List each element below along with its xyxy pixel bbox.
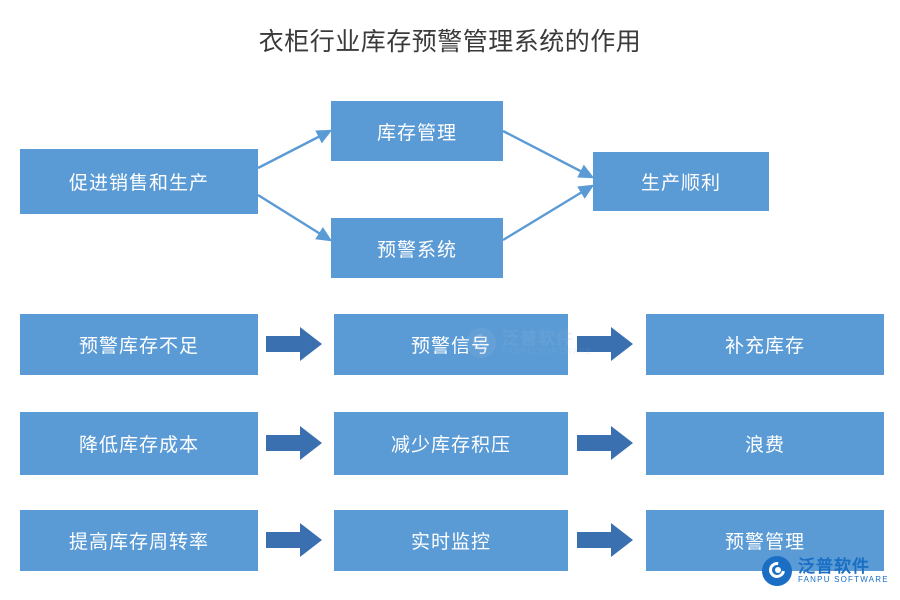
node-row1-col1[interactable]: 预警库存不足 <box>20 314 258 375</box>
node-promote-sales[interactable]: 促进销售和生产 <box>20 149 258 214</box>
node-row1-col2[interactable]: 预警信号 <box>334 314 568 375</box>
node-smooth-production[interactable]: 生产顺利 <box>593 152 769 211</box>
page-title: 衣柜行业库存预警管理系统的作用 <box>258 28 642 56</box>
arrow-row3-1 <box>266 523 322 557</box>
node-row3-col1[interactable]: 提高库存周转率 <box>20 510 258 571</box>
arrow-row2-2 <box>577 426 633 460</box>
arrow-row3-2 <box>577 523 633 557</box>
node-row2-col1[interactable]: 降低库存成本 <box>20 412 258 475</box>
node-warning-system[interactable]: 预警系统 <box>331 218 503 278</box>
arrow-row1-1 <box>266 327 322 361</box>
arrow-row2-1 <box>266 426 322 460</box>
node-row2-col3[interactable]: 浪费 <box>646 412 884 475</box>
node-row3-col3[interactable]: 预警管理 <box>646 510 884 571</box>
node-row3-col2[interactable]: 实时监控 <box>334 510 568 571</box>
arrow-row1-2 <box>577 327 633 361</box>
node-row1-col3[interactable]: 补充库存 <box>646 314 884 375</box>
node-row2-col2[interactable]: 减少库存积压 <box>334 412 568 475</box>
node-inventory-management[interactable]: 库存管理 <box>331 101 503 161</box>
